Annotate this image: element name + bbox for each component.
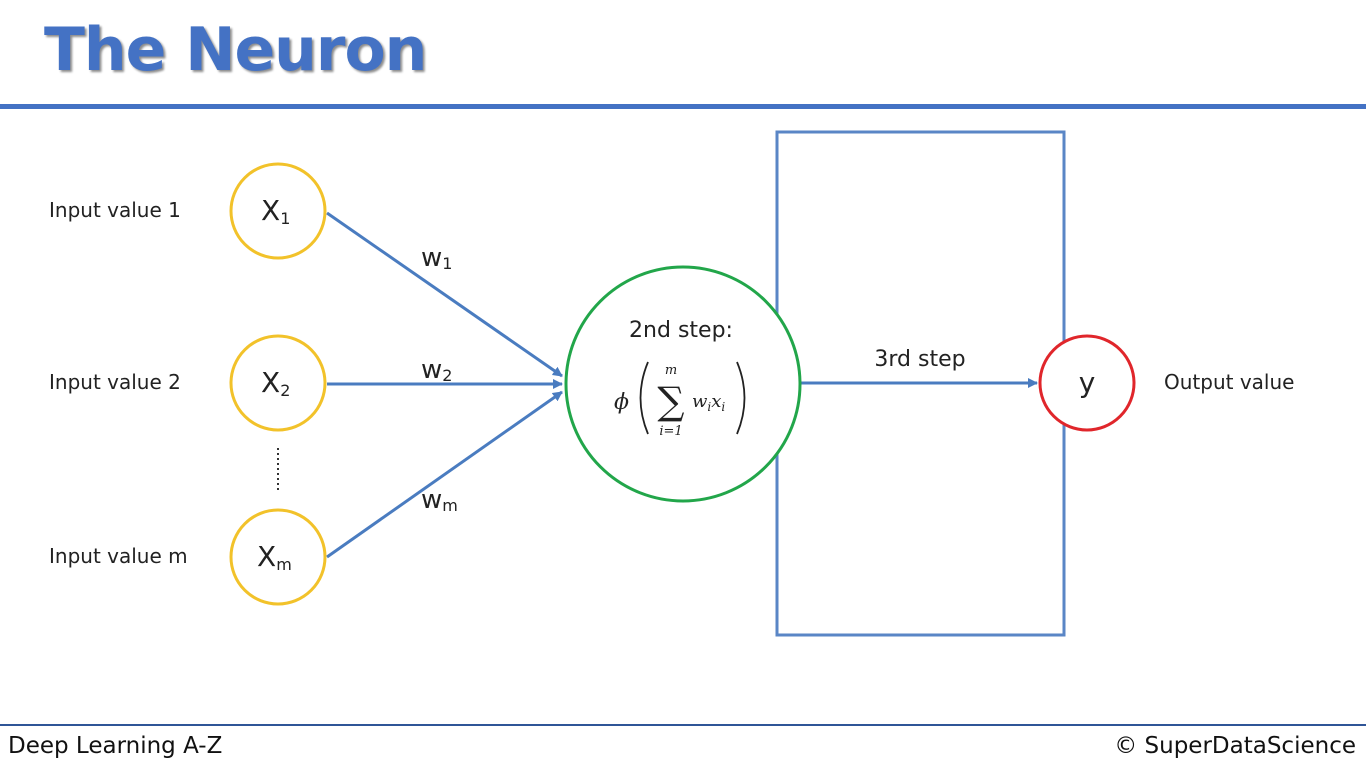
node-xm-subscript: m [276, 555, 292, 574]
formula-w-subscript: i [707, 400, 711, 414]
node-x2-subscript: 2 [280, 381, 290, 400]
neuron-node [564, 265, 802, 503]
node-x1-subscript: 1 [280, 209, 290, 228]
title-divider [0, 104, 1366, 109]
formula-upper-limit: m [665, 363, 677, 378]
output-value-label: Output value [1164, 370, 1294, 394]
node-x2-letter: X2 [261, 366, 290, 400]
output-node-y [1038, 334, 1136, 432]
footer-course-name: Deep Learning A-Z [8, 733, 223, 759]
arrow-x1-neuron [326, 211, 563, 378]
node-x1-letter: X1 [261, 194, 290, 228]
arrow-xm-neuron [326, 390, 563, 559]
weight-wm: wm [421, 485, 458, 515]
second-step-label: 2nd step: [629, 318, 733, 343]
formula-left-paren [639, 361, 649, 435]
input-label-1: Input value 1 [49, 198, 181, 222]
input-node-x1 [229, 162, 327, 260]
weight-w1-subscript: 1 [442, 254, 452, 273]
weight-w2-subscript: 2 [442, 366, 452, 385]
node-xm-letter: Xm [257, 540, 292, 574]
weight-w2: w2 [421, 355, 452, 385]
input-label-2: Input value 2 [49, 370, 181, 394]
weight-w1: w1 [421, 243, 452, 273]
formula-lower-limit: i=1 [659, 424, 682, 439]
input-node-xm [229, 508, 327, 606]
footer-divider [0, 724, 1366, 726]
weight-wm-subscript: m [442, 496, 458, 515]
formula-x-subscript: i [721, 400, 725, 414]
footer-copyright: © SuperDataScience [1114, 733, 1356, 759]
slide-title: The Neuron [44, 15, 427, 85]
formula-right-paren [736, 361, 746, 435]
input-node-x2 [229, 334, 327, 432]
formula-sigma: ∑ [657, 379, 684, 423]
third-step-label: 3rd step [874, 347, 965, 372]
formula-term: wixi [692, 391, 725, 414]
input-label-m: Input value m [49, 544, 188, 568]
output-node-letter: y [1079, 366, 1096, 399]
activation-formula: ϕ m ∑ i=1 wixi [614, 361, 746, 439]
formula-phi: ϕ [614, 390, 629, 415]
